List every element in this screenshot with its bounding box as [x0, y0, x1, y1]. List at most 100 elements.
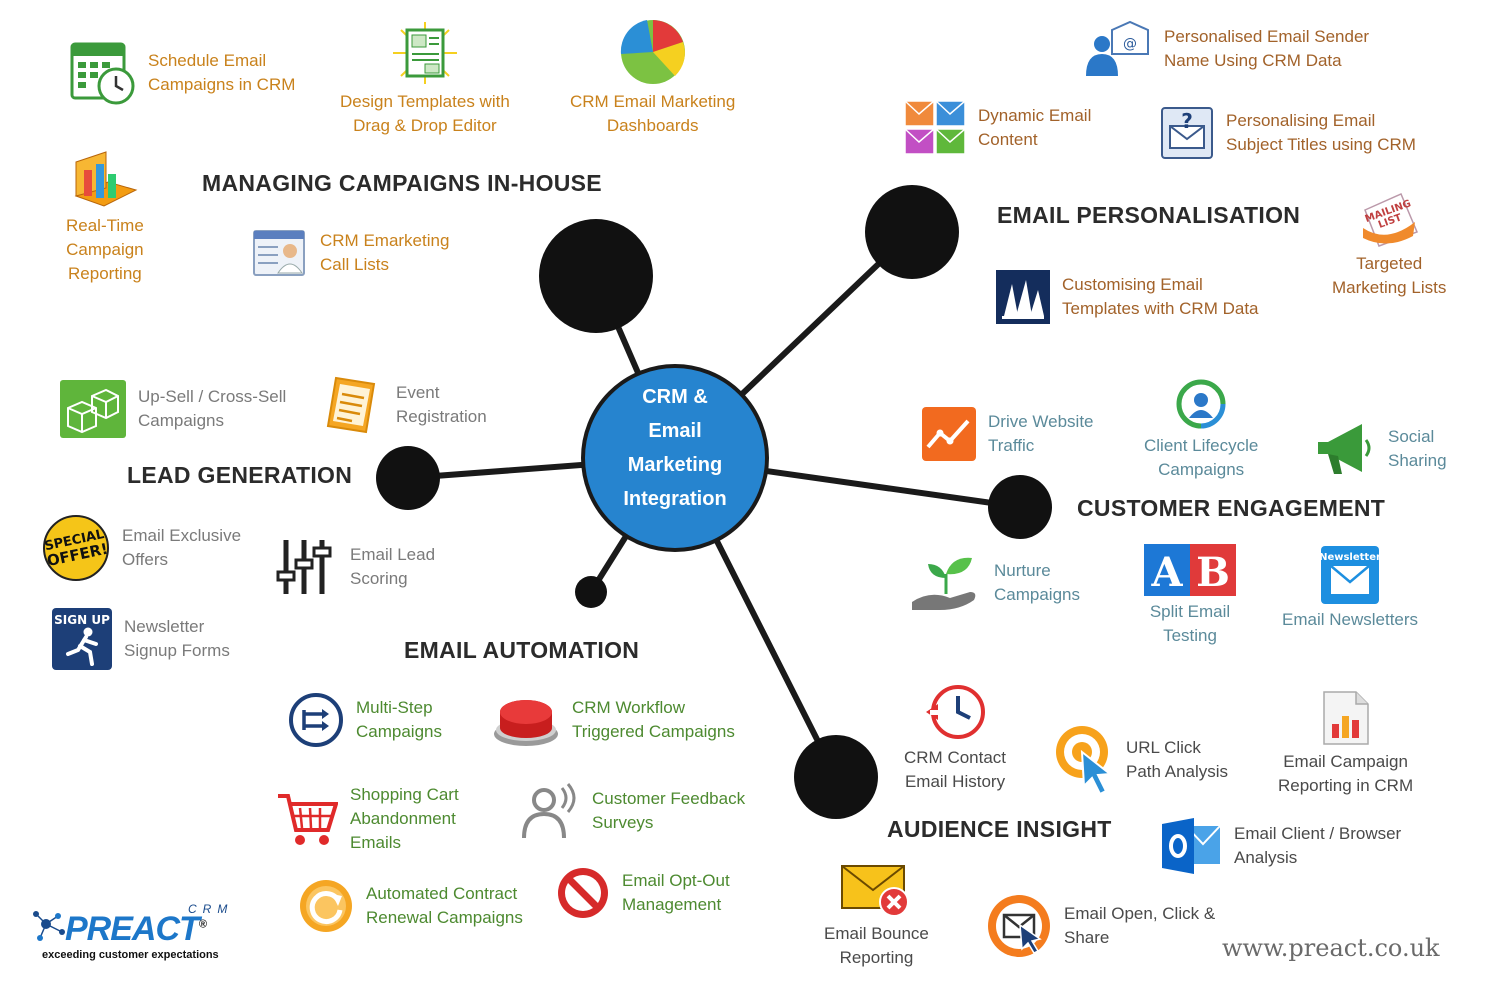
special-offer-icon: SPECIAL OFFER! [43, 515, 110, 581]
website-url[interactable]: www.preact.co.uk [1222, 934, 1440, 962]
renew-icon [300, 880, 352, 932]
lifecycle-icon [1176, 379, 1226, 429]
red-button-icon [494, 700, 558, 746]
bar-chart-3d-icon [74, 151, 138, 207]
item-exclusive: SPECIAL OFFER! Email Exclusive Offers [42, 514, 241, 582]
item-renewal: Automated Contract Renewal Campaigns [298, 878, 523, 934]
item-targeted-label: Targeted Marketing Lists [1332, 254, 1447, 297]
item-multistep-label: Multi-Step Campaigns [356, 698, 442, 741]
item-design: Design Templates with Drag & Drop Editor [340, 20, 510, 138]
item-targeted: MAILING LIST Targeted Marketing Lists [1332, 188, 1446, 300]
item-optout-label: Email Opt-Out Management [622, 871, 730, 914]
item-feedback-label: Customer Feedback Surveys [592, 789, 746, 832]
node-personalisation [865, 185, 959, 279]
item-upsell-label: Up-Sell / Cross-Sell Campaigns [138, 387, 287, 430]
svg-text:Newsletter: Newsletter [1321, 552, 1379, 563]
signup-icon: SIGN UP [52, 608, 112, 670]
node-managing [539, 219, 653, 333]
item-split: A B Split Email Testing [1144, 544, 1236, 648]
item-realtime-label: Real-Time Campaign Reporting [66, 216, 144, 283]
question-envelope-icon: ? [1161, 107, 1213, 159]
workflow-icon [289, 693, 343, 747]
item-workflow-label: CRM Workflow Triggered Campaigns [572, 698, 735, 741]
item-calllists: CRM Emarketing Call Lists [252, 225, 449, 281]
item-newsletter-forms-label: Newsletter Signup Forms [124, 617, 230, 660]
item-realtime: Real-Time Campaign Reporting [66, 148, 144, 286]
item-schedule-label: Schedule Email Campaigns in CRM [148, 51, 296, 94]
svg-text:B: B [1196, 549, 1230, 596]
item-social-label: Social Sharing [1388, 427, 1447, 470]
item-dashboards-label: CRM Email Marketing Dashboards [570, 92, 736, 135]
item-customising: Customising Email Templates with CRM Dat… [996, 270, 1259, 324]
item-customising-label: Customising Email Templates with CRM Dat… [1062, 275, 1259, 318]
megaphone-icon [1318, 424, 1371, 474]
svg-text:@: @ [1123, 36, 1137, 52]
item-dynamic: Dynamic Email Content [904, 100, 1091, 156]
target-cursor-icon [1056, 726, 1113, 796]
item-exclusive-label: Email Exclusive Offers [122, 526, 242, 569]
item-openclick: Email Open, Click & Share [986, 893, 1215, 959]
item-multistep: Multi-Step Campaigns [288, 692, 442, 748]
mailing-list-icon: MAILING LIST [1363, 193, 1419, 247]
item-client: Email Client / Browser Analysis [1162, 818, 1401, 874]
no-entry-icon [558, 868, 608, 918]
svg-text:?: ? [1181, 109, 1193, 133]
heading-insight: AUDIENCE INSIGHT [887, 816, 1112, 842]
user-voice-icon [522, 783, 576, 839]
item-nurture-label: Nurture Campaigns [994, 561, 1080, 604]
item-subject-label: Personalising Email Subject Titles using… [1226, 111, 1416, 154]
node-insight [794, 735, 878, 819]
logo-name: PREACT® [65, 910, 207, 948]
svg-text:A: A [1150, 549, 1183, 596]
item-design-label: Design Templates with Drag & Drop Editor [340, 92, 510, 135]
logo-molecule-icon [33, 911, 65, 941]
outlook-icon [1162, 818, 1221, 874]
node-engagement [988, 475, 1052, 539]
logo-crm: CRM [188, 902, 234, 916]
boxes-icon [60, 380, 126, 438]
item-drive: Drive Website Traffic [922, 407, 1094, 461]
item-openclick-label: Email Open, Click & Share [1064, 904, 1216, 947]
item-reporting-label: Email Campaign Reporting in CRM [1278, 752, 1414, 795]
item-client-label: Email Client / Browser Analysis [1234, 824, 1402, 867]
heading-personalisation: EMAIL PERSONALISATION [997, 202, 1301, 228]
item-subject: ? Personalising Email Subject Titles usi… [1160, 106, 1416, 160]
pie-chart-icon [620, 20, 685, 84]
item-schedule: Schedule Email Campaigns in CRM [70, 40, 295, 106]
hub-label: CRM & Email Marketing Integration [623, 386, 727, 510]
item-history: CRM Contact Email History [904, 682, 1006, 794]
sliders-icon [276, 540, 332, 594]
dynamics-logo-icon [996, 270, 1050, 324]
item-lifecycle-label: Client Lifecycle Campaigns [1144, 436, 1259, 479]
form-icon [326, 376, 376, 434]
heading-automation: EMAIL AUTOMATION [404, 637, 640, 663]
trend-chart-icon [922, 407, 976, 461]
logo-tagline: exceeding customer expectations [42, 949, 219, 961]
envelopes-icon [904, 100, 966, 155]
item-dynamic-label: Dynamic Email Content [978, 106, 1092, 149]
user-email-icon: @ [1086, 20, 1149, 76]
item-scoring: Email Lead Scoring [276, 536, 435, 598]
item-newsletter-forms: SIGN UP Newsletter Signup Forms [52, 608, 230, 670]
item-lifecycle: Client Lifecycle Campaigns [1144, 378, 1258, 482]
item-split-label: Split Email Testing [1149, 602, 1231, 645]
item-cart: Shopping Cart Abandonment Emails [276, 783, 459, 855]
item-history-label: CRM Contact Email History [904, 748, 1007, 791]
contact-list-icon [253, 230, 305, 276]
item-reporting: Email Campaign Reporting in CRM [1278, 690, 1413, 798]
svg-text:SIGN UP: SIGN UP [54, 613, 110, 627]
item-urlclick: URL Click Path Analysis [1054, 722, 1228, 798]
item-optout: Email Opt-Out Management [556, 866, 730, 920]
email-click-icon [988, 895, 1050, 957]
item-renewal-label: Automated Contract Renewal Campaigns [366, 884, 523, 927]
node-automation [575, 576, 607, 608]
item-urlclick-label: URL Click Path Analysis [1126, 738, 1229, 781]
item-event-label: Event Registration [396, 383, 487, 426]
item-sender-label: Personalised Email Sender Name Using CRM… [1164, 27, 1370, 70]
ab-test-icon: A B [1144, 544, 1236, 596]
heading-lead: LEAD GENERATION [127, 462, 353, 488]
node-lead [376, 446, 440, 510]
item-dashboards: CRM Email Marketing Dashboards [570, 14, 735, 138]
item-newsletters: Newsletter Email Newsletters [1282, 546, 1418, 632]
